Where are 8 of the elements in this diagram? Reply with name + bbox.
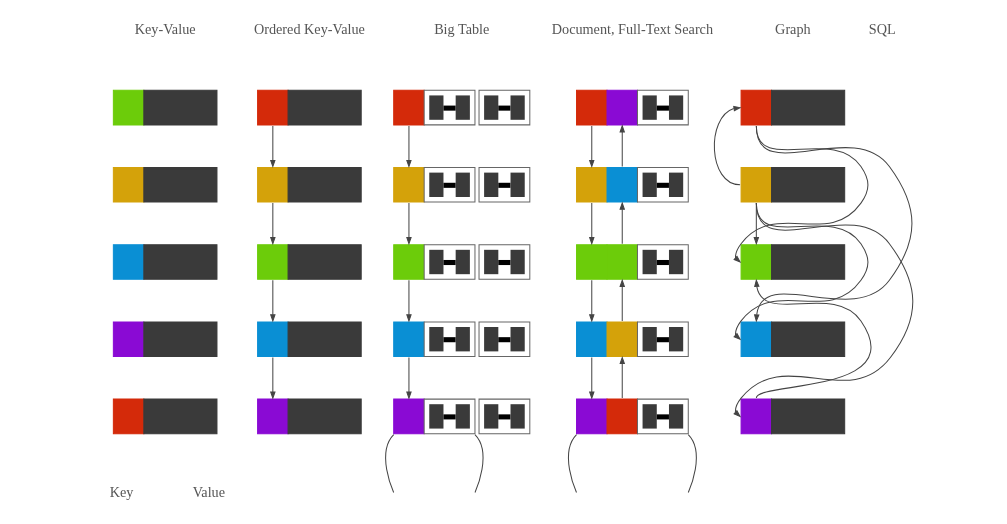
label: Big Table [434, 21, 490, 38]
label: Document, Full-Text Search [551, 21, 714, 38]
label: Key [109, 484, 134, 501]
label: Graph [775, 21, 811, 38]
label: Value [192, 484, 226, 501]
label: Ordered Key-Value [253, 21, 365, 38]
label: SQL [868, 21, 896, 38]
label: Key-Value [134, 21, 196, 38]
